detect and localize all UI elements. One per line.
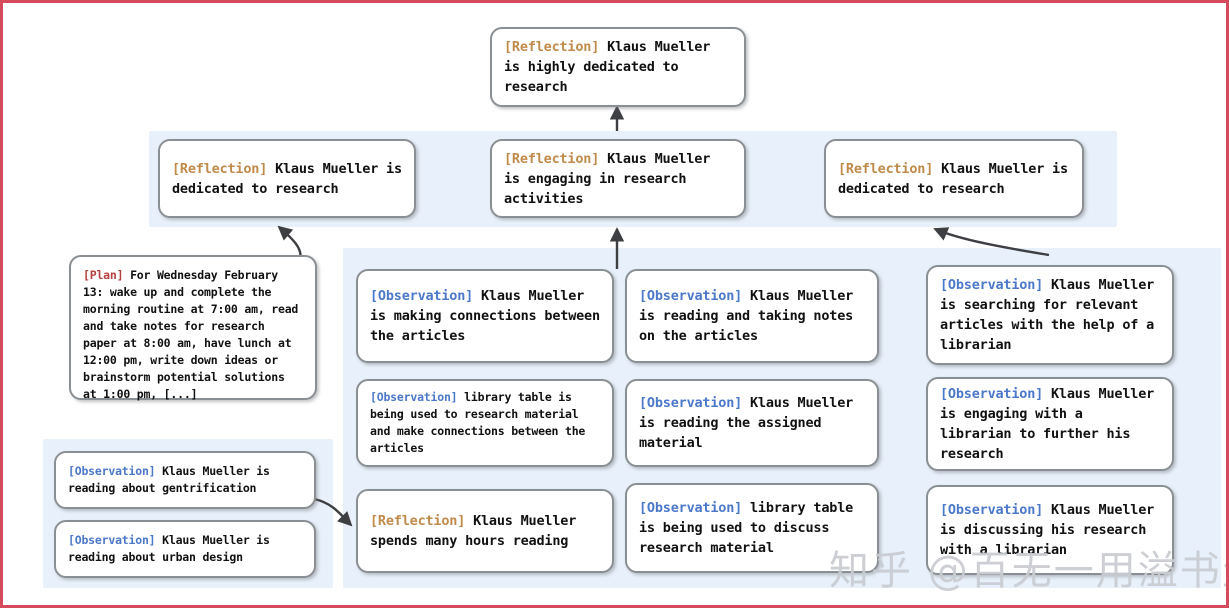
tag-reflection: [Reflection] xyxy=(504,150,600,167)
tag-observation: [Observation] xyxy=(639,395,743,411)
node-body: Klaus Mueller is searching for relevant … xyxy=(940,277,1162,353)
tag-observation: [Observation] xyxy=(639,288,743,304)
tag-observation: [Observation] xyxy=(68,464,156,478)
node-obs-left-2[interactable]: [Observation] Klaus Mueller is reading a… xyxy=(54,520,316,578)
node-col-a-2[interactable]: [Observation] library table is being use… xyxy=(356,379,614,467)
node-plan[interactable]: [Plan] For Wednesday February 13: wake u… xyxy=(69,255,317,403)
node-text: [Reflection] Klaus Mueller spends many h… xyxy=(370,511,600,551)
node-col-b-2[interactable]: [Observation] Klaus Mueller is reading t… xyxy=(625,379,879,467)
watermark: 知乎 @百无一用溢书生 xyxy=(829,548,1229,594)
node-col-c-2[interactable]: [Observation] Klaus Mueller is engaging … xyxy=(926,377,1174,471)
tag-plan: [Plan] xyxy=(83,268,124,282)
tag-reflection: [Reflection] xyxy=(838,160,934,177)
tag-reflection: [Reflection] xyxy=(370,513,466,529)
node-body: Klaus Mueller is highly dedicated to res… xyxy=(504,39,719,95)
node-text: [Observation] Klaus Mueller is discussin… xyxy=(940,500,1160,560)
node-col-a-1[interactable]: [Observation] Klaus Mueller is making co… xyxy=(356,269,614,363)
tag-observation: [Observation] xyxy=(940,277,1044,293)
node-body: Klaus Mueller is discussing his research… xyxy=(940,502,1162,558)
node-text: [Observation] Klaus Mueller is reading a… xyxy=(68,532,302,566)
node-mid-reflection-left[interactable]: [Reflection] Klaus Mueller is dedicated … xyxy=(158,139,416,218)
node-text: [Observation] Klaus Mueller is searching… xyxy=(940,275,1160,355)
node-body: Klaus Mueller is reading and taking note… xyxy=(639,288,861,344)
node-body: Klaus Mueller is reading about gentrific… xyxy=(68,464,277,495)
node-col-c-1[interactable]: [Observation] Klaus Mueller is searching… xyxy=(926,265,1174,365)
node-text: [Observation] Klaus Mueller is making co… xyxy=(370,286,600,346)
tag-observation: [Observation] xyxy=(68,533,156,547)
node-text: [Reflection] Klaus Mueller is highly ded… xyxy=(504,37,732,97)
node-body: Klaus Mueller is making connections betw… xyxy=(370,288,608,344)
node-col-a-3[interactable]: [Reflection] Klaus Mueller spends many h… xyxy=(356,489,614,573)
node-body: Klaus Mueller is reading about urban des… xyxy=(68,533,277,564)
node-body: Klaus Mueller is dedicated to research xyxy=(838,160,1076,197)
node-text: [Observation] library table is being use… xyxy=(639,498,865,558)
tag-reflection: [Reflection] xyxy=(172,160,268,177)
node-col-b-1[interactable]: [Observation] Klaus Mueller is reading a… xyxy=(625,269,879,363)
node-body: Klaus Mueller is engaging with a librari… xyxy=(940,386,1162,462)
node-body: Klaus Mueller is reading the assigned ma… xyxy=(639,395,861,451)
node-text: [Reflection] Klaus Mueller is engaging i… xyxy=(504,149,732,209)
node-mid-reflection-right[interactable]: [Reflection] Klaus Mueller is dedicated … xyxy=(824,139,1084,218)
node-col-c-3[interactable]: [Observation] Klaus Mueller is discussin… xyxy=(926,485,1174,575)
node-body: Klaus Mueller is engaging in research ac… xyxy=(504,150,719,207)
node-body: library table is being used to research … xyxy=(370,390,592,455)
node-body: Klaus Mueller is dedicated to research xyxy=(172,160,410,197)
tag-reflection: [Reflection] xyxy=(504,39,600,55)
node-body: For Wednesday February 13: wake up and c… xyxy=(83,268,305,401)
tag-observation: [Observation] xyxy=(940,502,1044,518)
node-text: [Reflection] Klaus Mueller is dedicated … xyxy=(838,159,1070,199)
node-mid-reflection-center[interactable]: [Reflection] Klaus Mueller is engaging i… xyxy=(490,139,746,218)
tag-observation: [Observation] xyxy=(940,386,1044,402)
tag-observation: [Observation] xyxy=(370,390,458,404)
node-text: [Plan] For Wednesday February 13: wake u… xyxy=(83,267,303,403)
node-text: [Observation] Klaus Mueller is reading t… xyxy=(639,393,865,453)
node-text: [Observation] Klaus Mueller is engaging … xyxy=(940,384,1160,464)
node-col-b-3[interactable]: [Observation] library table is being use… xyxy=(625,483,879,573)
node-top-reflection[interactable]: [Reflection] Klaus Mueller is highly ded… xyxy=(490,27,746,107)
node-text: [Reflection] Klaus Mueller is dedicated … xyxy=(172,159,402,199)
node-body: library table is being used to discuss r… xyxy=(639,500,861,556)
node-text: [Observation] Klaus Mueller is reading a… xyxy=(639,286,865,346)
node-body: Klaus Mueller spends many hours reading xyxy=(370,513,585,549)
tag-observation: [Observation] xyxy=(639,500,743,516)
node-text: [Observation] library table is being use… xyxy=(370,389,600,457)
tag-observation: [Observation] xyxy=(370,288,474,304)
node-text: [Observation] Klaus Mueller is reading a… xyxy=(68,463,302,497)
node-obs-left-1[interactable]: [Observation] Klaus Mueller is reading a… xyxy=(54,451,316,509)
